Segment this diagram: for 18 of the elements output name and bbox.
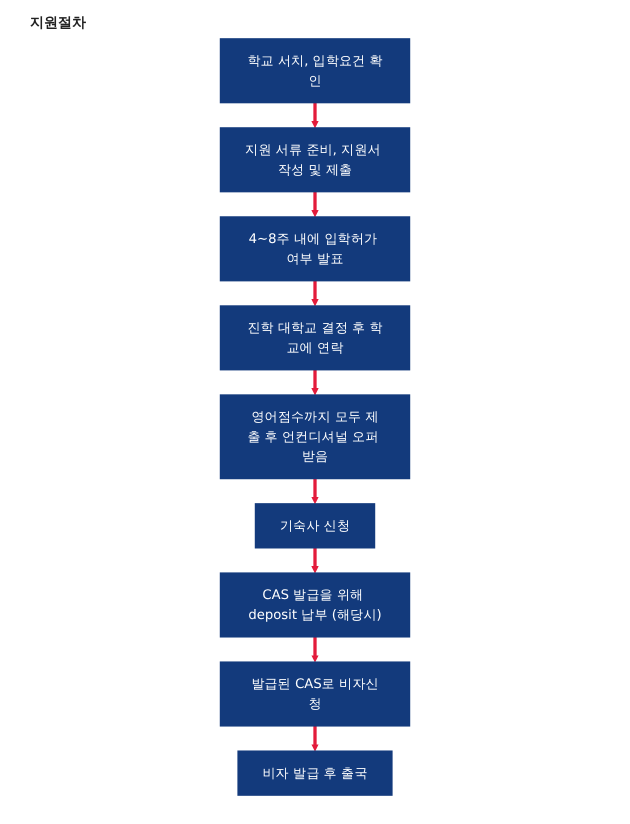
arrow <box>311 637 319 662</box>
arrow <box>311 478 319 504</box>
node-box: 4~8주 내에 입학허가 여부 발표 <box>220 216 410 282</box>
arrow <box>311 102 319 128</box>
node-box: 영어점수까지 모두 제출 후 언컨디셔널 오퍼 받음 <box>220 394 410 480</box>
node-box: 기숙사 신청 <box>254 503 376 548</box>
node-box: 비자 발급 후 출국 <box>237 750 393 796</box>
node-box: 진학 대학교 결정 후 학교에 연락 <box>220 305 410 370</box>
node-box: CAS 발급을 위해 deposit 납부 (해당시) <box>220 572 410 638</box>
diagram-title: 지원절차 <box>30 14 87 32</box>
node-box: 지원 서류 준비, 지원서 작성 및 제출 <box>220 127 410 192</box>
arrow <box>311 726 319 752</box>
node-box: 발급된 CAS로 비자신청 <box>220 661 410 727</box>
arrow <box>311 280 319 306</box>
node-box: 학교 서치, 입학요건 확인 <box>220 38 410 104</box>
arrow <box>311 370 319 396</box>
arrow <box>311 192 319 217</box>
arrow <box>311 548 319 574</box>
